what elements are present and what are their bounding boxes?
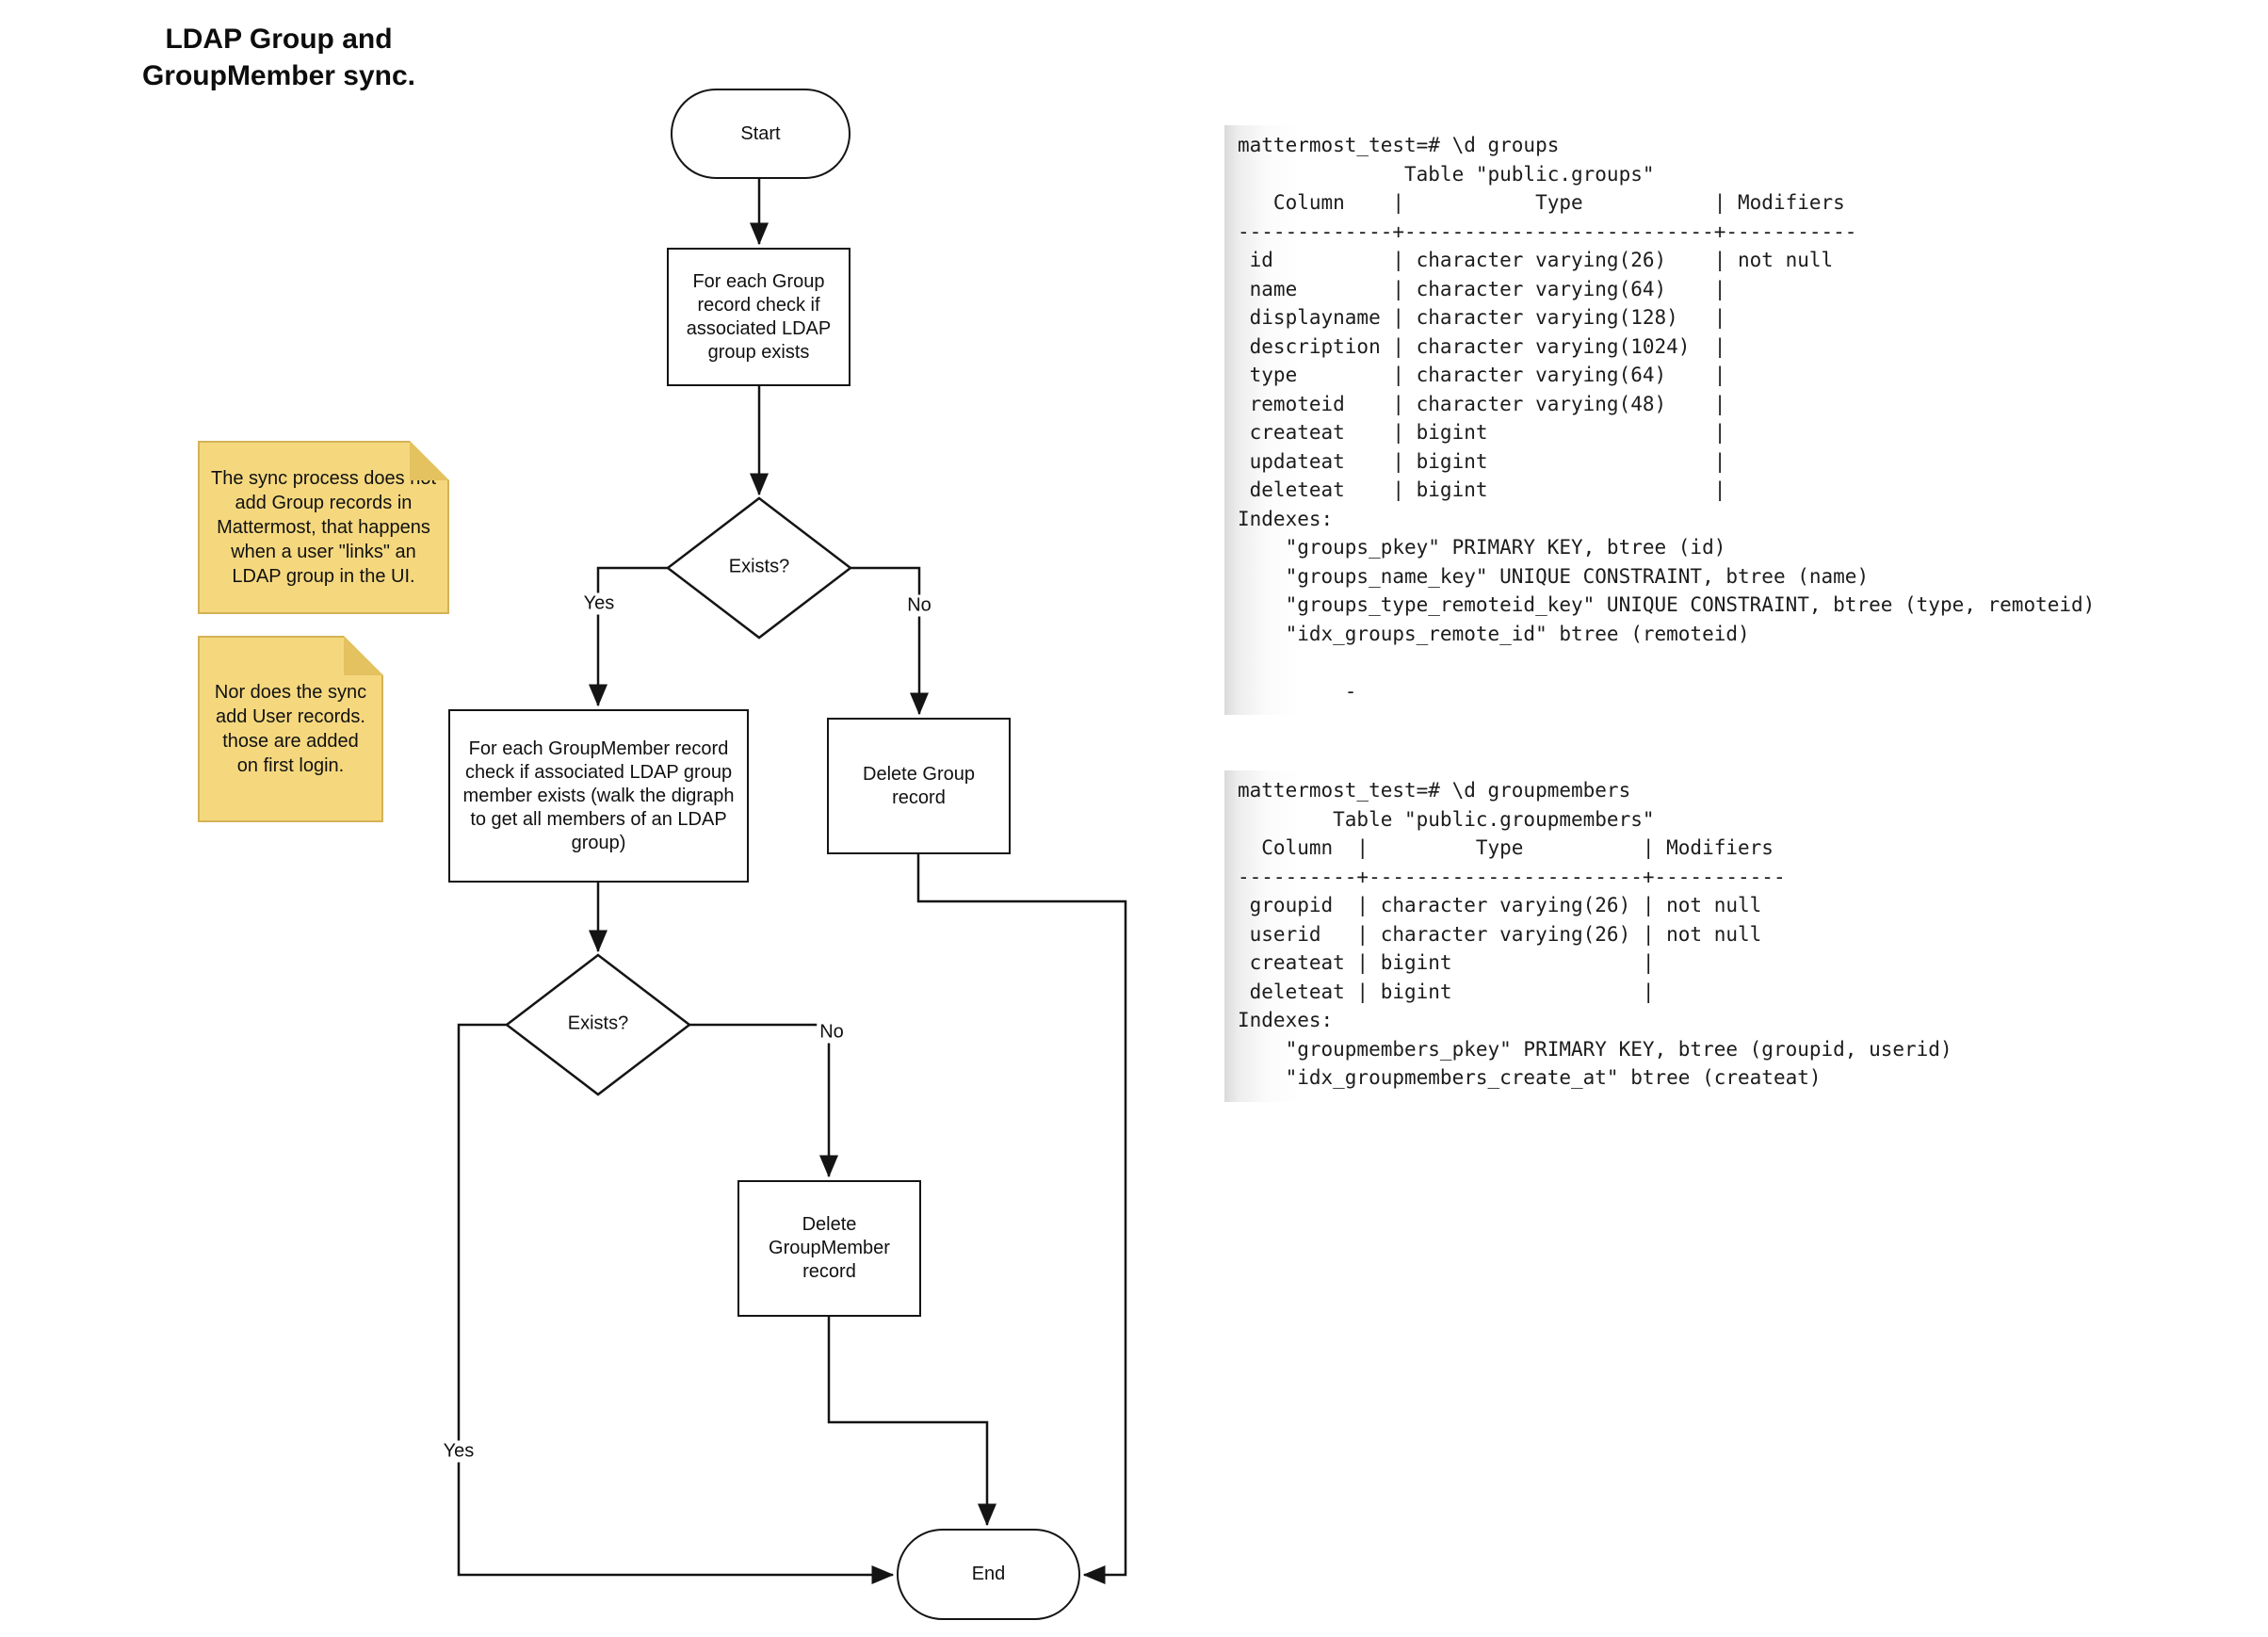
branch-label-exists1-yes: Yes xyxy=(580,592,618,615)
page-title: LDAP Group and GroupMember sync. xyxy=(141,24,416,91)
sticky-note-group-records: The sync process does not add Group reco… xyxy=(198,441,449,614)
process-check-groupmember-label: For each GroupMember record check if ass… xyxy=(462,737,735,853)
sticky-note-user-records-text: Nor does the sync add User records. thos… xyxy=(214,682,367,776)
process-delete-groupmember: Delete GroupMember record xyxy=(737,1180,921,1317)
note-fold-icon xyxy=(410,441,449,480)
process-delete-groupmember-label: Delete GroupMember record xyxy=(769,1214,890,1282)
branch-label-exists2-yes: Yes xyxy=(440,1440,478,1463)
branch-label-exists2-no: No xyxy=(817,1021,847,1044)
sticky-note-group-records-text: The sync process does not add Group reco… xyxy=(211,468,437,587)
connector-deletegroup-to-end xyxy=(916,854,1127,1584)
end-node: End xyxy=(897,1529,1080,1620)
process-check-group: For each Group record check if associate… xyxy=(667,248,850,386)
terminal-output-groupmembers-table: mattermost_test=# \d groupmembers Table … xyxy=(1224,770,1969,1102)
decision-exists1-label: Exists? xyxy=(728,556,790,577)
terminal-output-groups-table: mattermost_test=# \d groups Table "publi… xyxy=(1224,125,2113,715)
decision-exists1-shape xyxy=(665,496,853,640)
start-node: Start xyxy=(671,89,850,179)
end-node-label: End xyxy=(971,1564,1006,1584)
connector-exists2-yes-to-end xyxy=(457,1023,895,1584)
decision-exists2-shape xyxy=(504,953,692,1096)
decision-exists2-label: Exists? xyxy=(567,1013,629,1034)
branch-label-exists1-no: No xyxy=(904,594,934,617)
process-check-groupmember: For each GroupMember record check if ass… xyxy=(448,709,749,883)
process-check-group-label: For each Group record check if associate… xyxy=(686,270,832,363)
connector-exists2-no xyxy=(689,1023,838,1178)
connector-exists1-no xyxy=(850,566,929,716)
connector-deletegroupmember-to-end xyxy=(827,1317,996,1527)
note-fold-icon xyxy=(344,636,383,675)
process-delete-group: Delete Group record xyxy=(827,718,1011,854)
start-node-label: Start xyxy=(740,122,781,144)
sticky-note-user-records: Nor does the sync add User records. thos… xyxy=(198,636,383,822)
connector-exists1-yes xyxy=(589,566,668,707)
process-delete-group-label: Delete Group record xyxy=(863,763,975,808)
